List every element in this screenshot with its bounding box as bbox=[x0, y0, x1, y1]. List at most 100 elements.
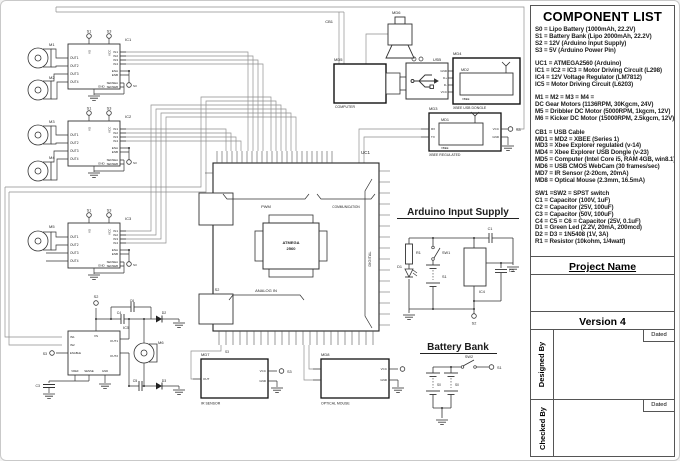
component-list-line: MD7 = IR Sensor (2-20cm, 20mA) bbox=[535, 169, 629, 177]
md3-xbee-regulated: MD3 MD1 XBEE XBEE REGULATED RX TX VCC GN… bbox=[421, 106, 521, 157]
component-list-line: MD1 = MD2 = XBEE (Series 1) bbox=[535, 135, 619, 143]
ic5-block: IC5 IN1 IN2 ENABLE VREF SENSE GND VS OUT… bbox=[36, 295, 186, 399]
component-list-line: UC1 = ATMEGA2560 (Arduino) bbox=[535, 60, 622, 68]
version-box: Version 4 bbox=[530, 311, 675, 330]
r1-resistor bbox=[405, 243, 413, 265]
ic3-label: IC3 bbox=[125, 216, 132, 221]
ic1-label: IC1 bbox=[125, 37, 132, 42]
sw2-switch bbox=[460, 359, 477, 369]
xbee-small-label: XBEE bbox=[462, 97, 470, 101]
motor-m3-icon bbox=[27, 124, 52, 146]
m1-label: M1 bbox=[49, 42, 55, 47]
m6-label: M6 bbox=[158, 340, 164, 345]
component-list-line: MD8 = Optical Mouse (2.3mm, 16.5mA) bbox=[535, 176, 645, 184]
component-list-line: C1 = Capacitor (100V, 1uF) bbox=[535, 197, 611, 205]
uc1-digital-label: DIGITAL bbox=[367, 251, 372, 267]
md8-optical-mouse: MD8 OPTICAL MOUSE VCC GND bbox=[313, 352, 406, 406]
ground-icon bbox=[270, 387, 284, 393]
s3-terminal-label: S3 bbox=[43, 352, 47, 356]
md7-ir-sensor: MD7 IR SENSOR OUT VCC GND S3 bbox=[193, 352, 292, 406]
bundle-s3-label: S3 bbox=[225, 350, 229, 354]
uc1-bottom-pins bbox=[218, 331, 374, 345]
uc1-chip bbox=[262, 222, 320, 270]
ic4-label: IC4 bbox=[479, 290, 485, 294]
md5-computer: MD5 COMPUTER bbox=[333, 57, 407, 109]
uc1-pwm-label: PWM bbox=[261, 204, 271, 209]
project-name-value-box bbox=[530, 274, 675, 312]
usb-pin-label: D- bbox=[444, 83, 447, 87]
component-list-line: S2 = 12V (Arduino Input Supply) bbox=[535, 39, 627, 47]
ic2-label: IC2 bbox=[125, 114, 132, 119]
designed-by-label-cell: Designed By bbox=[531, 330, 554, 399]
pin-label: ENABLE bbox=[70, 351, 81, 355]
designed-by-label: Designed By bbox=[537, 341, 547, 388]
md6-webcam: MD6 bbox=[385, 10, 415, 59]
usb-plug bbox=[385, 72, 401, 95]
r1-label: R1 bbox=[416, 251, 421, 255]
cb1-label: CB1 bbox=[325, 19, 334, 24]
pin-label: VCC bbox=[493, 127, 500, 131]
dated-cell: Dated bbox=[643, 400, 674, 412]
component-list-line: R1 = Resistor (10kohm, 1/4watt) bbox=[535, 238, 626, 246]
cable-label: CB1 S3 bbox=[225, 19, 334, 354]
component-list-title: COMPONENT LIST bbox=[542, 9, 663, 24]
pin-label: VS bbox=[94, 334, 98, 338]
ir-caption: IR SENSOR bbox=[201, 402, 221, 406]
battery-icon bbox=[425, 264, 441, 287]
xbee-small-label: XBEE bbox=[441, 146, 449, 150]
uc1-label: UC1 bbox=[361, 150, 370, 155]
component-list-box: COMPONENT LIST S0 = Lipo Battery (1000mA… bbox=[530, 5, 675, 257]
bank-title: Battery Bank bbox=[427, 342, 489, 353]
pin-label: GND bbox=[380, 378, 388, 382]
usb-trident-icon bbox=[410, 74, 439, 89]
pin-label: IN1 bbox=[70, 335, 75, 339]
uc1-analog-label: ANALOG IN bbox=[255, 288, 277, 293]
component-list-line: M1 = M2 = M3 = M4 = bbox=[535, 94, 594, 102]
dated-cell: Dated bbox=[643, 330, 674, 342]
usb-pin-label: D+ bbox=[443, 76, 447, 80]
component-list-line: SW1 =SW2 = SPST switch bbox=[535, 190, 610, 198]
ground-icon bbox=[172, 322, 186, 328]
ground-icon bbox=[391, 387, 405, 393]
pin-label: GND bbox=[259, 379, 267, 383]
component-list-line: S0 = Lipo Battery (1000mAh, 22.2V) bbox=[535, 26, 636, 33]
md6-label: MD6 bbox=[392, 10, 401, 15]
component-list-line: MD4 = Xbee Explorer USB Dongle (v-23) bbox=[535, 149, 649, 157]
pin-label: VCC bbox=[381, 367, 388, 371]
md4-label: MD4 bbox=[453, 51, 462, 56]
component-list-line: C3 = Capacitor (50V, 100uF) bbox=[535, 210, 614, 218]
pin-label: OUT bbox=[203, 377, 210, 381]
c3-label: C3 bbox=[36, 384, 41, 388]
d2-label: D2 bbox=[162, 311, 167, 315]
motor-m2-icon bbox=[27, 79, 52, 101]
s1-battery-label: S1 bbox=[442, 275, 447, 279]
md5-label: MD5 bbox=[334, 57, 343, 62]
usb-label: USB bbox=[433, 57, 442, 62]
uc1-comm-label: COMMUNICATION bbox=[332, 205, 360, 209]
schematic-area: S1 S3 S3 VS VCC OUT1 OUT2 OUT3 OUT4 IN1 … bbox=[1, 1, 529, 460]
s3-terminal-label: S3 bbox=[516, 128, 521, 132]
component-list-line: C4 = C5 = C6 = Capacitor (25V, 0.1uF) bbox=[535, 217, 641, 225]
pin-label: VREF bbox=[71, 369, 79, 373]
s2-terminal-label: S2 bbox=[472, 322, 477, 326]
component-list-line: IC4 = 12V Voltage Regulator (LM7812) bbox=[535, 73, 642, 81]
component-list-line: IC5 = Motor Driving Circuit (L6203) bbox=[535, 80, 634, 88]
ground-icon bbox=[98, 383, 112, 389]
component-list-line: S3 = 5V (Arduino Power Pin) bbox=[535, 46, 616, 54]
pin-label: SENSE bbox=[84, 369, 94, 373]
checked-by-label-cell: Checked By bbox=[531, 400, 554, 456]
usb-pin-label: VCC bbox=[441, 90, 448, 94]
dongle-caption: XBEE USB DONGLE bbox=[453, 106, 487, 110]
s0-label: S0 bbox=[437, 383, 441, 387]
component-list-line: MD6 = USB CMOS WebCam (30 frames/sec) bbox=[535, 162, 660, 170]
ground-icon bbox=[42, 393, 56, 399]
motor-m5-icon bbox=[27, 230, 52, 252]
pin-label: VCC bbox=[260, 369, 267, 373]
motor-m4-icon bbox=[27, 160, 52, 182]
d3-label: D3 bbox=[162, 379, 167, 383]
dated-label: Dated bbox=[651, 332, 667, 338]
ground-icon bbox=[501, 145, 515, 151]
usb-pin-label: GND bbox=[440, 69, 448, 73]
component-list-line: C2 = Capacitor (25V, 100uF) bbox=[535, 203, 614, 211]
mouse-caption: OPTICAL MOUSE bbox=[321, 402, 350, 406]
